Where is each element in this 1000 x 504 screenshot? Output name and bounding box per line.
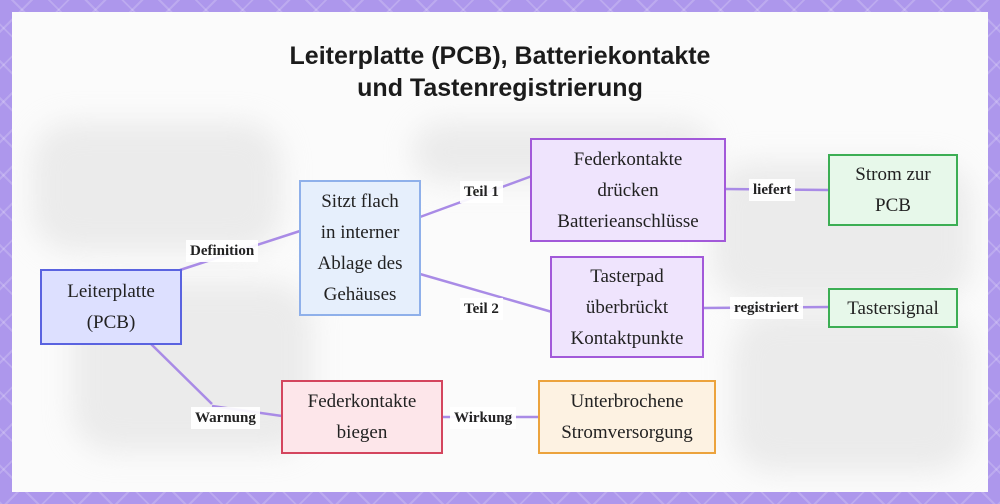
node-tastersignal: Tastersignal: [828, 288, 958, 328]
diagram-title: Leiterplatte (PCB), Batteriekontakte und…: [12, 40, 988, 104]
edge-warnung: [149, 342, 213, 405]
title-line-2: und Tastenregistrierung: [357, 74, 643, 102]
node-leiterplatte: Leiterplatte (PCB): [40, 269, 182, 345]
diagram-canvas: Leiterplatte (PCB), Batteriekontakte und…: [12, 12, 988, 492]
node-strom-zur-pcb-line-2: PCB: [875, 195, 911, 216]
edge-label-registriert: registriert: [730, 297, 803, 319]
node-federkontakte-druecken-line-2: drücken: [597, 179, 659, 201]
node-federkontakte-biegen-line-2: biegen: [336, 422, 388, 443]
node-tasterpad: Tasterpad überbrückt Kontaktpunkte: [550, 256, 704, 358]
edge-label-liefert: liefert: [749, 179, 796, 201]
edge-label-teil1: Teil 1: [460, 181, 503, 203]
node-tasterpad-line-3: Kontaktpunkte: [570, 327, 684, 349]
node-strom-zur-pcb-line-1: Strom zur: [855, 164, 931, 185]
node-sitzt-flach: Sitzt flach in interner Ablage des Gehäu…: [299, 180, 421, 316]
background-shape: [732, 312, 972, 472]
node-federkontakte-biegen-line-1: Federkontakte: [307, 391, 417, 412]
node-sitzt-flach-line-3: Ablage des: [317, 253, 403, 274]
title-line-1: Leiterplatte (PCB), Batteriekontakte: [289, 42, 711, 70]
edge-label-wirkung: Wirkung: [450, 407, 517, 429]
node-unterbrochene-line-1: Unterbrochene: [570, 391, 684, 412]
node-unterbrochene-stromversorgung: Unterbrochene Stromversorgung: [538, 380, 716, 454]
edge-label-definition: Definition: [186, 240, 259, 262]
node-sitzt-flach-line-4: Gehäuses: [323, 284, 397, 305]
node-tastersignal-line-1: Tastersignal: [847, 297, 939, 319]
node-tasterpad-line-2: überbrückt: [585, 296, 669, 318]
node-leiterplatte-line-1: Leiterplatte: [67, 281, 155, 302]
edge-label-warnung: Warnung: [191, 407, 260, 429]
node-unterbrochene-line-2: Stromversorgung: [561, 422, 693, 443]
node-sitzt-flach-line-2: in interner: [320, 222, 400, 243]
edge-label-teil2: Teil 2: [460, 298, 503, 320]
node-federkontakte-biegen: Federkontakte biegen: [281, 380, 443, 454]
node-federkontakte-druecken-line-1: Federkontakte: [573, 148, 683, 170]
node-sitzt-flach-line-1: Sitzt flach: [321, 191, 399, 212]
node-tasterpad-line-1: Tasterpad: [590, 265, 664, 287]
edge-teil2: [419, 272, 553, 314]
node-strom-zur-pcb: Strom zur PCB: [828, 154, 958, 226]
node-federkontakte-druecken: Federkontakte drücken Batterieanschlüsse: [530, 138, 726, 242]
node-federkontakte-druecken-line-3: Batterieanschlüsse: [557, 210, 699, 232]
background-shape: [32, 122, 282, 252]
node-leiterplatte-line-2: (PCB): [86, 312, 136, 333]
